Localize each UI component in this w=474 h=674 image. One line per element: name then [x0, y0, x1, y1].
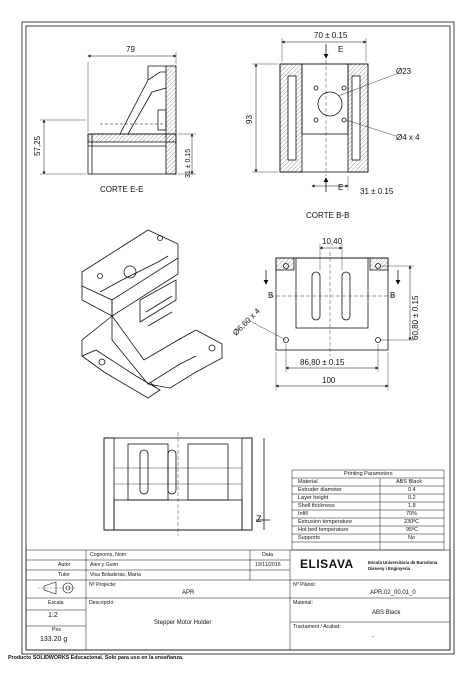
param-value: No — [408, 535, 416, 541]
dim-79: 79 — [126, 45, 135, 54]
param-value: 0.4 — [408, 487, 416, 493]
project-label: Nº Projecte: — [89, 582, 117, 588]
param-label: Infill — [298, 511, 308, 517]
param-label: Extrusion temperature — [298, 519, 353, 525]
dim-10-40: 10,40 — [322, 237, 343, 246]
description-label: Descripció: — [89, 600, 115, 606]
dim-86-80: 86,80 ± 0.15 — [300, 358, 345, 367]
title-block-grid — [25, 549, 451, 651]
author-value: Alex y Guim — [90, 562, 118, 568]
school-line-2: Disseny i Enginyeria — [368, 566, 411, 571]
project-value: APR — [182, 590, 195, 596]
section-label-bb: CORTE B-B — [306, 211, 349, 220]
param-value: 70% — [406, 511, 418, 517]
param-label: Shell thickness — [298, 503, 335, 509]
dim-diameter-6-60x4: Ø6,60 x 4 — [231, 306, 262, 337]
author-date: 19/11/2016 — [255, 562, 281, 568]
material-label: Material: — [293, 600, 313, 606]
footer-note: Producto SOLIDWORKS Educacional. Solo pa… — [8, 655, 184, 661]
dim-31-right: 31 ± 0.15 — [360, 187, 394, 196]
dim-70: 70 ± 0.15 — [314, 31, 348, 40]
section-marker-b-right: B — [390, 291, 395, 300]
date-header: Data — [262, 552, 273, 558]
treatment-value: - — [372, 634, 374, 640]
dim-60-80: 60,80 ± 0.15 — [411, 295, 420, 340]
isometric-view — [81, 229, 223, 399]
brand-logo: ELISAVA — [300, 555, 354, 573]
dim-31-left: 31 ± 0.15 — [185, 149, 192, 178]
param-value: 95ºC — [406, 527, 419, 533]
dim-diameter-23: Ø23 — [396, 67, 412, 76]
dim-93: 93 — [245, 115, 254, 124]
dim-100: 100 — [322, 376, 336, 385]
param-value: 230ºC — [404, 519, 420, 525]
section-view-bb — [252, 38, 397, 192]
tutor-value: Visa Boladeras, María — [90, 572, 141, 578]
dim-diameter-4x4: Ø4 x 4 — [396, 133, 420, 142]
param-value: 1.8 — [408, 503, 416, 509]
brand-name: ELISAVA — [300, 557, 354, 571]
param-label: Material — [298, 479, 318, 485]
projection-symbol-icon — [38, 581, 76, 595]
front-view — [103, 432, 270, 536]
scale-value: 1:2 — [48, 612, 58, 619]
outer-border — [21, 21, 455, 655]
weight-label: Pes — [52, 627, 61, 633]
tutor-label: Tutor — [58, 572, 70, 578]
scale-label: Escala — [48, 600, 64, 606]
top-view — [247, 244, 414, 390]
param-label: Extruder diameter — [298, 487, 342, 493]
weight-value: 133.20 g — [40, 636, 68, 643]
section-label-ee: CORTE E-E — [100, 185, 143, 194]
dim-57-25: 57,25 — [33, 135, 42, 156]
material-value: ABS Black — [372, 610, 401, 616]
section-marker-b-left: B — [268, 291, 273, 300]
author-label: Autor — [58, 562, 71, 568]
printing-parameters-title: Printing Parameters — [344, 471, 393, 477]
names-header: Cognoms, Nom — [90, 552, 127, 558]
plan-label: Nº Plànol: — [293, 582, 316, 588]
school-line-1: Escola Universitària de Barcelona — [368, 560, 438, 565]
treatment-label: Tractament / Acabat: — [293, 624, 341, 630]
param-label: Hot bed temperature — [298, 527, 349, 533]
printing-parameters-table — [291, 469, 445, 551]
param-label: Supports — [298, 535, 321, 541]
description-value: Stepper Motor Holder — [154, 620, 212, 626]
plan-value: APR.02_00.01_0 — [370, 590, 416, 596]
param-value: 0.2 — [408, 495, 416, 501]
param-value: ABS Black — [396, 479, 422, 485]
section-view-ee — [40, 52, 196, 175]
section-marker-e-top: E — [338, 45, 343, 54]
section-marker-e-bottom: E — [338, 183, 343, 192]
param-label: Layer height — [298, 495, 329, 501]
section-marker-z: Z — [256, 514, 262, 524]
